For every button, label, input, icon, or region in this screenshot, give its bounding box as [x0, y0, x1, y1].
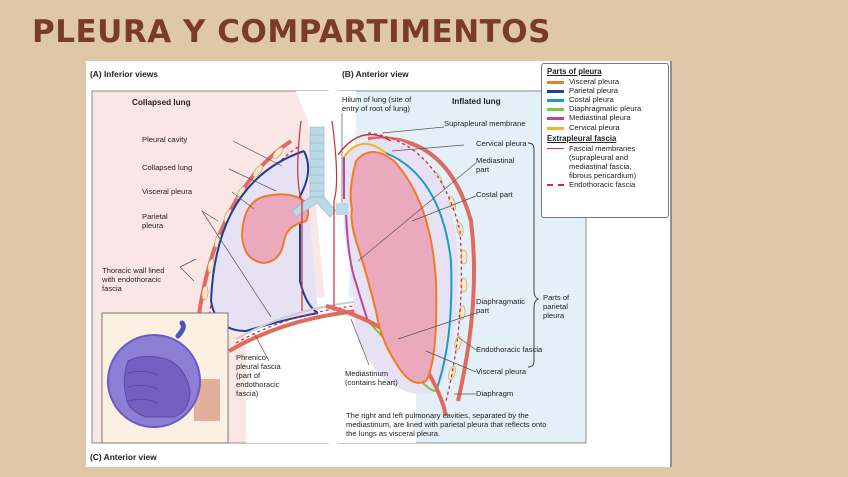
label-hilum: Hilum of lung (site of entry of root of … [342, 95, 412, 113]
legend-item-diaphragmatic: Diaphragmatic pleura [547, 104, 663, 113]
legend-section-extrapleural-fascia: Extrapleural fascia [547, 133, 617, 143]
panel-b-heading: (B) Anterior view [342, 69, 409, 79]
anatomy-illustration [91, 90, 587, 444]
label-costal-part: Costal part [476, 190, 513, 199]
trachea-icon [291, 126, 337, 218]
label-mediastinal-part: Mediastinal part [476, 156, 515, 174]
label-cervical-pleura: Cervical pleura [476, 139, 527, 148]
label-endothoracic-fascia: Endothoracic fascia [476, 345, 543, 354]
legend-item-fascial-membranes: Fascial membranes (suprapleural and medi… [547, 144, 663, 180]
slide-title: PLEURA Y COMPARTIMENTOS [32, 14, 551, 50]
label-phrenicopleural-fascia: Phrenico- pleural fascia (part of endoth… [236, 353, 281, 398]
label-pleural-cavity: Pleural cavity [142, 135, 188, 144]
fist-balloon-icon [107, 320, 220, 428]
legend-section-parts-of-pleura: Parts of pleura [547, 67, 602, 76]
label-mediastinum: Mediastinum (contains heart) [345, 369, 398, 387]
label-collapsed-lung: Collapsed lung [142, 163, 193, 172]
label-visceral-pleura-a: Visceral pleura [142, 187, 193, 196]
panel-b-caption: The right and left pulmonary cavities, s… [346, 411, 547, 438]
legend-item-endothoracic-fascia: Endothoracic fascia [547, 180, 663, 189]
label-suprapleural-membrane: Suprapleural membrane [444, 119, 526, 128]
panel-c-heading: (C) Anterior view [90, 452, 157, 462]
legend-item-parietal: Parietal pleura [547, 86, 663, 95]
collapsed-lung-title: Collapsed lung [132, 98, 191, 107]
label-diaphragm: Diaphragm [476, 389, 514, 398]
legend: Parts of pleura Visceral pleura Parietal… [541, 63, 669, 218]
legend-item-costal: Costal pleura [547, 95, 663, 104]
panel-a-heading: (A) Inferior views [90, 69, 158, 79]
label-parietal-pleura-a: Parietal pleura [142, 212, 168, 230]
legend-item-mediastinal: Mediastinal pleura [547, 113, 663, 122]
pleura-figure: (A) Inferior views (B) Anterior view (C)… [86, 61, 672, 467]
label-thoracic-wall: Thoracic wall lined with endothoracic fa… [102, 266, 165, 293]
inflated-lung-title: Inflated lung [452, 97, 501, 106]
label-diaphragmatic-part: Diaphragmatic part [476, 297, 525, 315]
label-visceral-pleura-b: Visceral pleura [476, 367, 527, 376]
label-parts-of-parietal-pleura: Parts of parietal pleura [543, 293, 570, 320]
legend-item-cervical: Cervical pleura [547, 123, 663, 132]
legend-item-visceral: Visceral pleura [547, 77, 663, 86]
